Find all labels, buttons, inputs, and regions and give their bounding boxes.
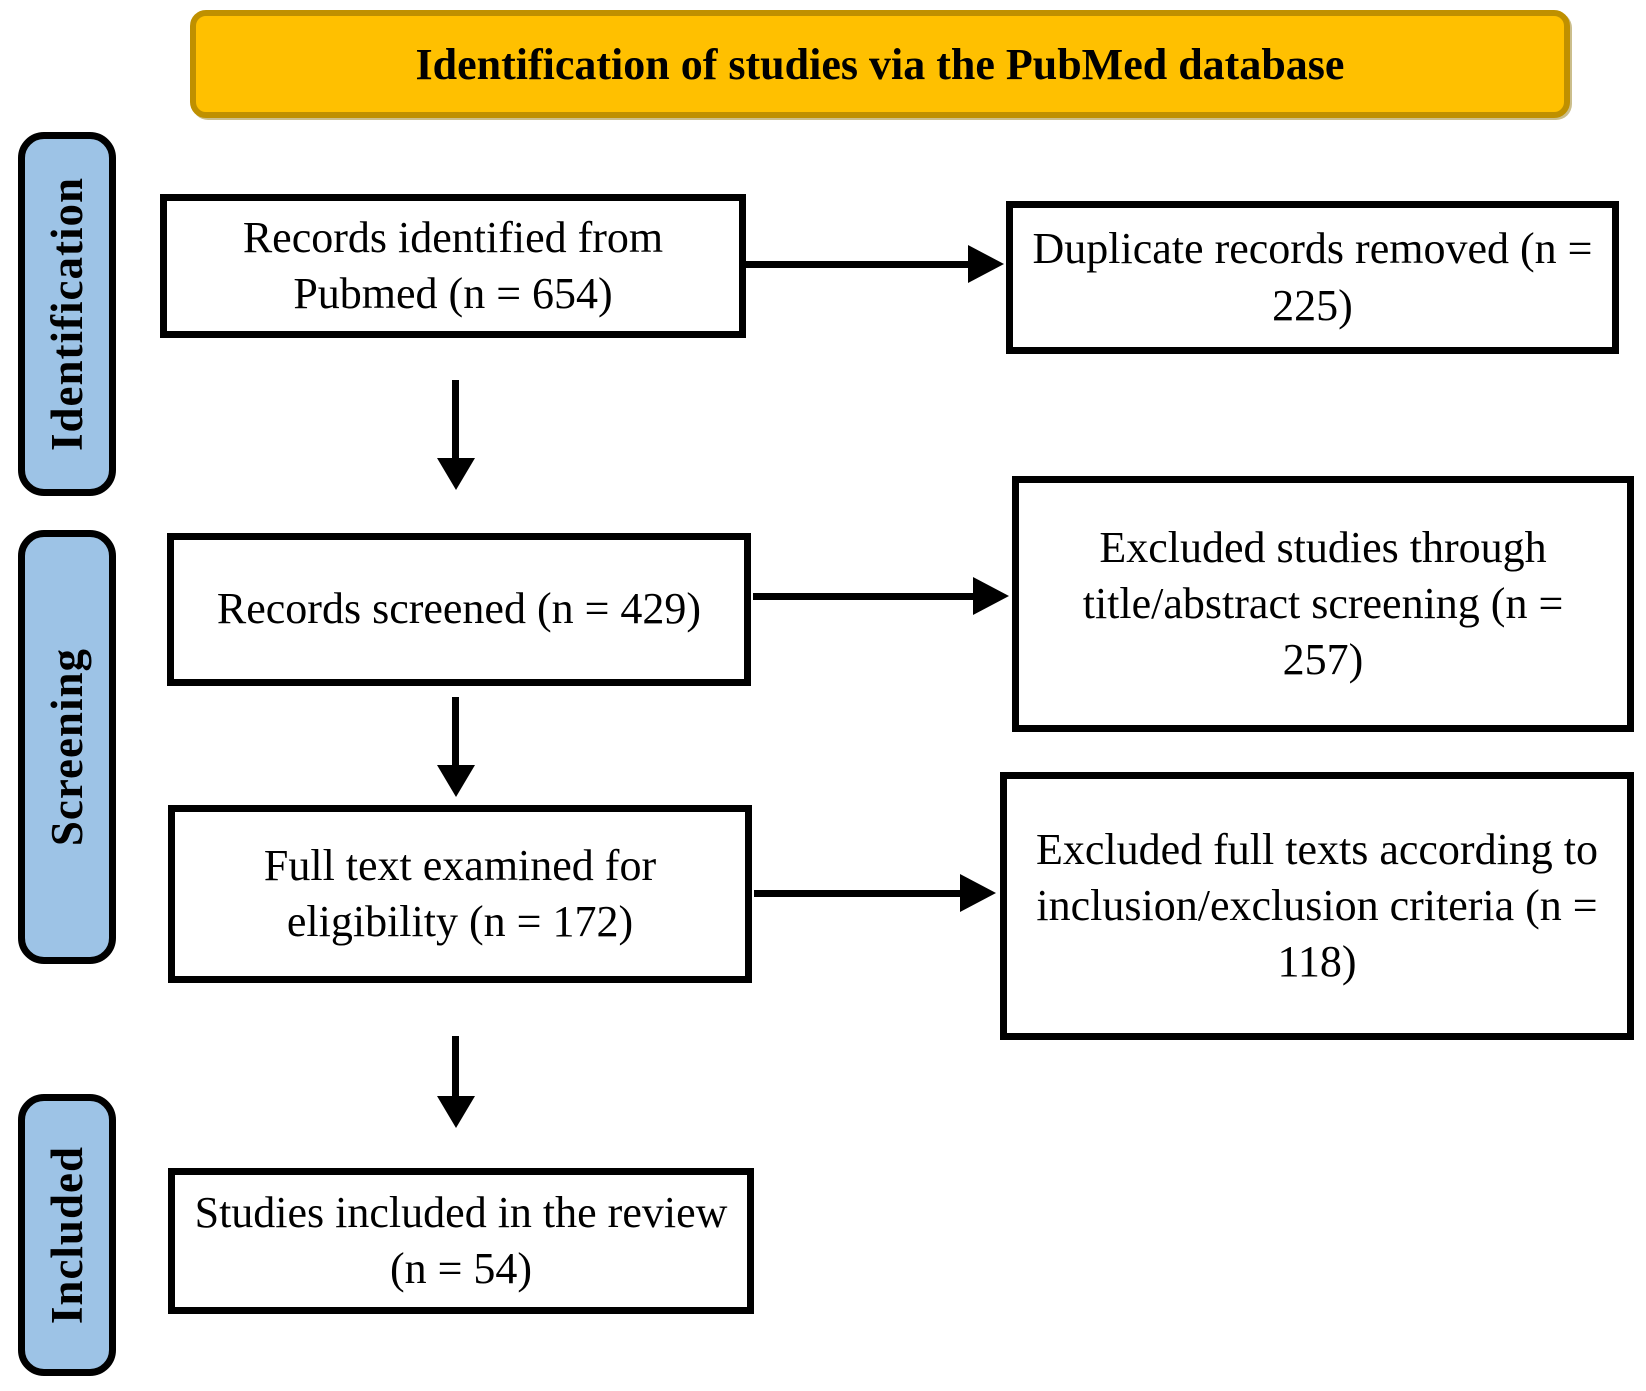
box-studies-included-text: Studies included in the review (n = 54) [194, 1187, 728, 1293]
box-excluded-full-texts: Excluded full texts according to inclusi… [1000, 772, 1634, 1040]
box-records-identified: Records identified from Pubmed (n = 654) [160, 194, 746, 338]
box-duplicates-removed-text: Duplicate records removed (n = 225) [1032, 224, 1593, 330]
arrow-shaft [452, 380, 459, 460]
stage-screening-label: Screening [42, 647, 92, 847]
stage-included: Included [18, 1094, 116, 1376]
box-records-identified-text: Records identified from Pubmed (n = 654) [242, 212, 664, 318]
diagram-title-banner: Identification of studies via the PubMed… [190, 10, 1570, 118]
box-duplicates-removed: Duplicate records removed (n = 225) [1006, 201, 1619, 354]
stage-included-label: Included [42, 1145, 92, 1325]
arrow-down-icon [437, 1096, 475, 1128]
arrow-down-icon [437, 458, 475, 490]
box-records-screened: Records screened (n = 429) [167, 533, 751, 686]
box-studies-included: Studies included in the review (n = 54) [168, 1168, 754, 1314]
box-full-text-examined: Full text examined for eligibility (n = … [168, 805, 752, 983]
stage-identification-label: Identification [42, 176, 92, 451]
arrow-shaft [452, 1036, 459, 1098]
box-excluded-full-texts-text: Excluded full texts according to inclusi… [1035, 824, 1599, 987]
stage-screening: Screening [18, 530, 116, 964]
arrow-right-icon [960, 874, 996, 912]
box-excluded-title-abstract-text: Excluded studies through title/abstract … [1082, 522, 1564, 685]
diagram-title: Identification of studies via the PubMed… [415, 39, 1345, 89]
stage-identification: Identification [18, 132, 116, 496]
arrow-right-icon [968, 245, 1004, 283]
arrow-shaft [754, 890, 962, 897]
box-records-screened-text: Records screened (n = 429) [216, 584, 702, 634]
arrow-down-icon [437, 765, 475, 797]
box-full-text-examined-text: Full text examined for eligibility (n = … [263, 840, 657, 946]
arrow-shaft [452, 697, 459, 767]
arrow-shaft [746, 261, 970, 268]
box-excluded-title-abstract: Excluded studies through title/abstract … [1012, 476, 1634, 732]
arrow-shaft [753, 593, 975, 600]
arrow-right-icon [973, 577, 1009, 615]
